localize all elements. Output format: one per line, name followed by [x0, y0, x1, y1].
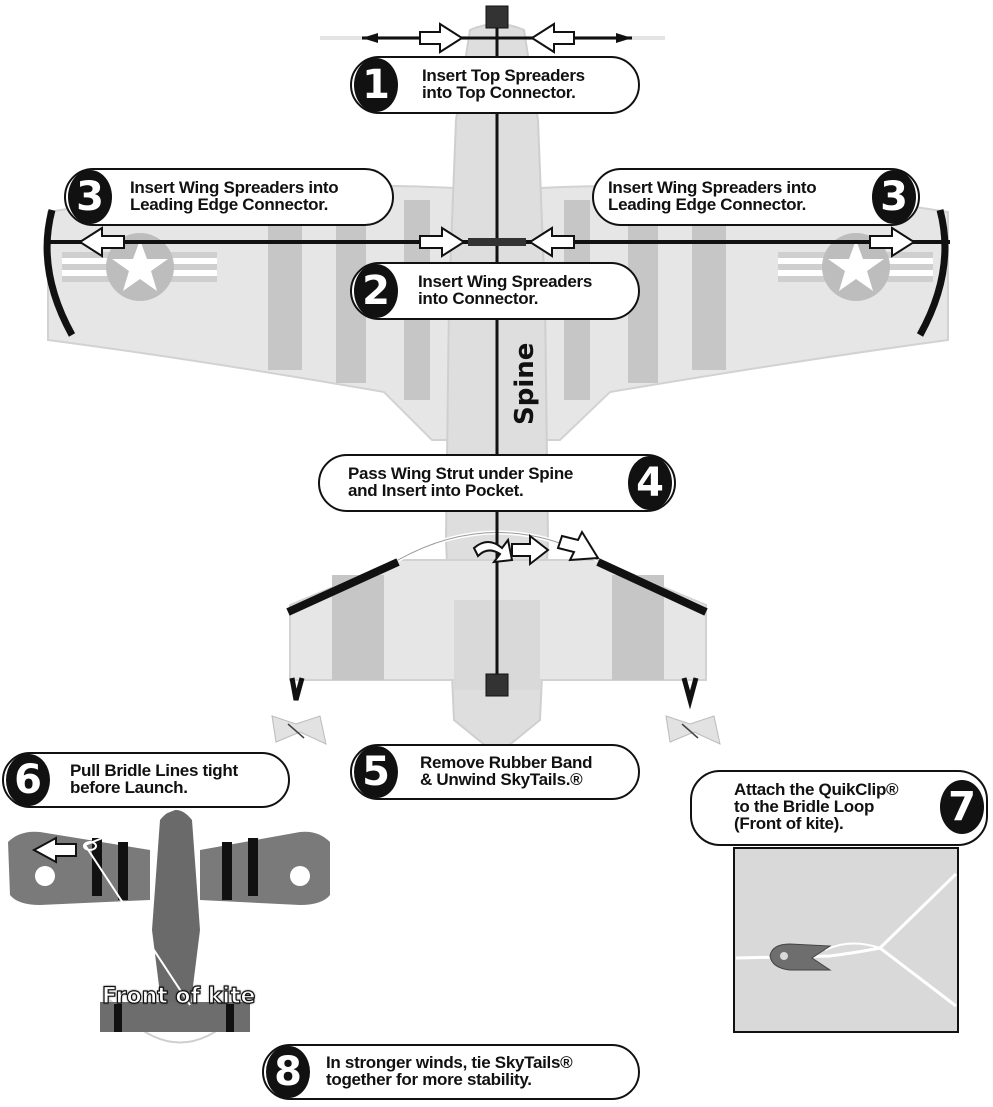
- arrow-icon: [362, 33, 378, 43]
- step-5-callout: 5 Remove Rubber Band & Unwind SkyTails.®: [350, 744, 640, 800]
- wing-stripe: [692, 210, 726, 370]
- step-1-line-2: into Top Connector.: [422, 83, 576, 102]
- step-4-line-1: Pass Wing Strut under Spine: [348, 464, 574, 483]
- leading-edge-left: [43, 209, 76, 337]
- step-7-number: 7: [940, 780, 984, 834]
- step-6-number: 6: [6, 754, 50, 806]
- top-connector: [485, 5, 509, 29]
- step-8-number: 8: [266, 1046, 310, 1098]
- arrow-icon: [78, 226, 125, 258]
- arrow-icon: [472, 537, 514, 564]
- step-7-line-3: (Front of kite).: [734, 814, 844, 833]
- step-7-line-1: Attach the QuikClip®: [734, 780, 899, 799]
- step-2-line-1: Insert Wing Spreaders: [418, 272, 592, 291]
- step-3-right-line-2: Leading Edge Connector.: [608, 195, 807, 214]
- tail-leading-edge-right: [596, 558, 708, 616]
- arrow-icon: [511, 533, 550, 567]
- leading-edge-right: [916, 209, 949, 337]
- arrow-icon: [530, 22, 575, 54]
- step-7-line-2: to the Bridle Loop: [734, 797, 875, 816]
- quikclip-icon: [769, 943, 832, 971]
- arrow-icon: [419, 226, 466, 258]
- tail-stripe: [332, 575, 384, 680]
- step-5-line-2: & Unwind SkyTails.®: [420, 770, 583, 789]
- arrow-icon: [419, 22, 464, 54]
- step-6-line-1: Pull Bridle Lines tight: [70, 761, 238, 780]
- arrow-icon: [528, 226, 575, 258]
- step-4-line-2: and Insert into Pocket.: [348, 481, 524, 500]
- step-4-callout: Pass Wing Strut under Spine and Insert i…: [318, 454, 676, 512]
- wing-connector: [468, 238, 526, 246]
- step-4-number: 4: [628, 456, 672, 510]
- step-8-line-1: In stronger winds, tie SkyTails®: [326, 1053, 573, 1072]
- tail-leading-edge-left: [286, 558, 400, 616]
- small-plane-illustration: [8, 804, 330, 1044]
- step-5-line-1: Remove Rubber Band: [420, 753, 593, 772]
- step-3-right-callout: Insert Wing Spreaders into Leading Edge …: [592, 168, 920, 226]
- quikclip-photo: [733, 847, 959, 1033]
- step-6-callout: 6 Pull Bridle Lines tight before Launch.: [2, 752, 290, 808]
- step-2-callout: 2 Insert Wing Spreaders into Connector.: [350, 262, 640, 320]
- bottom-connector: [485, 673, 509, 697]
- step-3-right-number: 3: [872, 170, 916, 224]
- arrow-icon: [869, 226, 916, 258]
- step-1-line-1: Insert Top Spreaders: [422, 66, 585, 85]
- step-8-callout: 8 In stronger winds, tie SkyTails® toget…: [262, 1044, 640, 1100]
- star-insignia-icon: [778, 233, 933, 301]
- step-3-left-callout: 3 Insert Wing Spreaders into Leading Edg…: [64, 168, 394, 226]
- step-2-number: 2: [354, 264, 398, 318]
- step-6-line-2: before Launch.: [70, 778, 188, 797]
- step-2-line-2: into Connector.: [418, 289, 539, 308]
- step-1-callout: 1 Insert Top Spreaders into Top Connecto…: [350, 56, 640, 114]
- step-3-left-number: 3: [68, 170, 112, 224]
- star-insignia-icon: [62, 233, 217, 301]
- spine-label: Spine: [510, 342, 540, 425]
- step-3-right-line-1: Insert Wing Spreaders into: [608, 178, 817, 197]
- skytail-icon: [665, 677, 721, 745]
- skytail-icon: [271, 677, 327, 745]
- step-8-line-2: together for more stability.: [326, 1070, 532, 1089]
- arrow-icon: [616, 33, 632, 43]
- step-5-number: 5: [354, 746, 398, 798]
- step-1-number: 1: [354, 58, 398, 112]
- wing-stripe: [268, 210, 302, 370]
- step-7-callout: Attach the QuikClip® to the Bridle Loop …: [690, 770, 988, 846]
- step-3-left-line-1: Insert Wing Spreaders into: [130, 178, 339, 197]
- front-of-kite-label: Front of kite: [101, 983, 256, 1009]
- step-3-left-line-2: Leading Edge Connector.: [130, 195, 329, 214]
- arrow-icon: [556, 529, 600, 562]
